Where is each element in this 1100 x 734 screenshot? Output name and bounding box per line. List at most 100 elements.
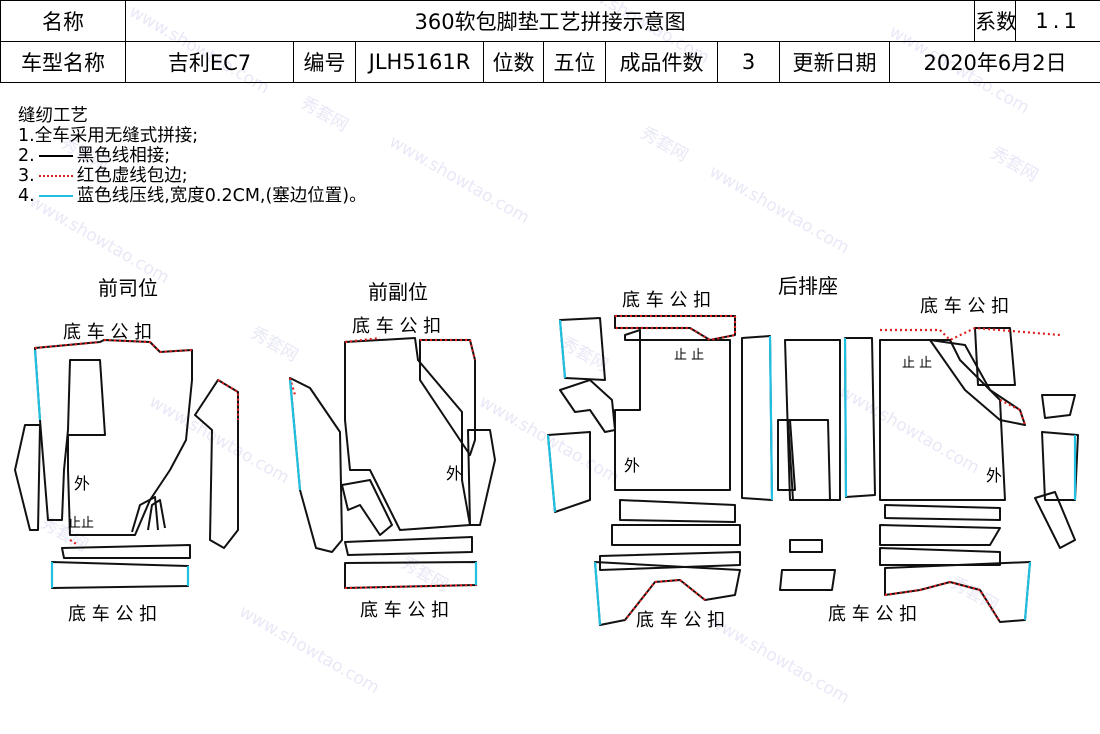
- note-item-2-number: 2.: [18, 146, 35, 166]
- rear-right-strip: [844, 337, 876, 498]
- section-title-rear: 后排座: [778, 274, 838, 298]
- cyan-press-rear-left-bottom: [593, 561, 602, 626]
- factor-label: 系数: [974, 0, 1017, 42]
- rear-left-side-strip: [559, 317, 606, 381]
- note-item-3: 3. 红色虚线包边;: [18, 166, 367, 186]
- passenger-main-panel: [344, 337, 471, 531]
- rear-center-lower-2: [779, 569, 836, 591]
- passenger-far-right-strip: [467, 429, 496, 526]
- cyan-press-rear-right-strip: [843, 337, 848, 498]
- notes-heading: 缝纫工艺: [18, 106, 88, 126]
- note-item-2-text: 黑色线相接;: [76, 146, 171, 166]
- rear-right-bottom-strip-3: [879, 547, 1001, 566]
- driver-right-side-panel: [194, 379, 239, 549]
- red-binding-passenger-bottom: [344, 583, 477, 590]
- rear-left-bottom-strip-1: [619, 499, 736, 523]
- driver-inner-strip-2: [147, 499, 166, 531]
- pieces-value: 3: [717, 41, 780, 83]
- rear-right-side-strip: [1041, 394, 1076, 419]
- rear-left-hook-panel: [559, 379, 616, 433]
- driver-inner-strip: [131, 496, 159, 533]
- cyan-press-rear-left-lower: [546, 434, 557, 513]
- rear-left-bottom-strip-2: [611, 524, 741, 546]
- sewing-notes: 缝纫工艺 1.全车采用无缝式拼接; 2. 黑色线相接; 3. 红色虚线包边; 4…: [18, 106, 367, 206]
- rear-left-narrow-strip: [741, 335, 773, 501]
- black-line-swatch: [38, 155, 73, 157]
- cyan-line-swatch: [38, 195, 73, 197]
- red-binding-rear-left-bottom: [624, 578, 706, 621]
- note-item-3-text: 红色虚线包边;: [76, 166, 188, 186]
- note-item-1: 1.全车采用无缝式拼接;: [18, 126, 199, 146]
- page-title: 360软包脚垫工艺拼接示意图: [124, 0, 976, 42]
- position-label: 位数: [483, 41, 544, 83]
- driver-left-strip: [14, 424, 41, 531]
- name-label: 名称: [0, 0, 126, 42]
- model-value: 吉利EC7: [125, 41, 294, 83]
- cyan-press-passenger-left: [288, 379, 302, 491]
- cyan-press-rear-center-left: [768, 335, 774, 501]
- note-item-4: 4. 蓝色线压线,宽度0.2CM,(塞边位置)。: [18, 186, 367, 206]
- red-dotted-line-swatch: [38, 175, 73, 177]
- rear-left-bottom-panel: [594, 561, 741, 626]
- pieces-label: 成品件数: [605, 41, 718, 83]
- outer-label-rear-left: 外: [624, 456, 641, 475]
- stop-label-rear-left: 止 止: [674, 348, 705, 363]
- header-table: 名称 360软包脚垫工艺拼接示意图 系数 1.1 车型名称 吉利EC7 编号 J…: [0, 0, 1100, 83]
- driver-bottom-strip-2: [51, 561, 189, 589]
- model-label: 车型名称: [0, 41, 126, 83]
- code-label: 编号: [293, 41, 356, 83]
- date-value: 2020年6月2日: [888, 41, 1100, 83]
- rear-left-bottom-strip-3: [599, 551, 741, 571]
- rear-center-left-strip: [777, 419, 796, 491]
- cyan-press-rear-left-side: [558, 319, 567, 379]
- rear-center-lower-1: [789, 539, 823, 553]
- outer-label-rear-right: 外: [986, 466, 1003, 485]
- cyan-press-rear-right-bottom: [1023, 561, 1032, 621]
- red-binding-rear-left-top: [615, 314, 737, 342]
- passenger-inner-strip: [341, 479, 393, 536]
- section-title-driver: 前司位: [98, 276, 158, 300]
- passenger-bottom-strip-2: [344, 561, 477, 589]
- position-value: 五位: [543, 41, 606, 83]
- rear-right-outer-strip: [1041, 431, 1079, 501]
- passenger-left-side-panel: [289, 377, 343, 553]
- outer-label-passenger: 外: [446, 464, 463, 483]
- clip-label-driver-bottom: 底 车 公 扣: [68, 604, 158, 625]
- rear-center-tunnel-panel: [787, 419, 831, 501]
- rear-center-top-strip: [784, 339, 841, 501]
- rear-right-bottom-strip-1: [884, 504, 1001, 521]
- driver-bottom-strip-1: [61, 544, 191, 559]
- rear-right-upper-piece: [974, 327, 1016, 386]
- red-binding-rear-right-top: [880, 326, 1061, 342]
- clip-label-rear-left-bottom: 底 车 公 扣: [636, 610, 726, 631]
- red-binding-driver-top: [34, 338, 193, 354]
- red-binding-rear-right-bottom: [884, 580, 1001, 623]
- clip-label-rear-right-top: 底 车 公 扣: [920, 296, 1010, 317]
- passenger-bottom-strip-1: [344, 536, 473, 556]
- note-item-2: 2. 黑色线相接;: [18, 146, 367, 166]
- note-item-3-number: 3.: [18, 166, 35, 186]
- note-item-4-number: 4.: [18, 186, 35, 206]
- red-binding-driver-right: [217, 379, 240, 420]
- stop-label-rear-right: 止 止: [902, 356, 933, 371]
- rear-left-main-panel: [614, 329, 731, 491]
- driver-main-panel: [34, 339, 193, 536]
- rear-left-top-panel: [614, 315, 736, 341]
- red-binding-driver-bottom: [69, 539, 79, 546]
- passenger-right-panel: [419, 339, 476, 456]
- clip-label-passenger-top: 底 车 公 扣: [352, 316, 442, 337]
- clip-label-driver-top: 底 车 公 扣: [63, 322, 153, 343]
- clip-label-rear-right-bottom: 底 车 公 扣: [828, 604, 918, 625]
- note-item-4-text: 蓝色线压线,宽度0.2CM,(塞边位置)。: [76, 186, 367, 206]
- rear-right-bottom-strip-2: [879, 524, 1001, 546]
- code-value: JLH5161R: [355, 41, 484, 83]
- stop-label-driver: 止止: [68, 516, 95, 531]
- clip-label-rear-left-top: 底 车 公 扣: [622, 290, 712, 311]
- cyan-press-driver-left: [33, 349, 42, 421]
- red-binding-passenger-top: [344, 336, 477, 361]
- outer-label-driver: 外: [74, 474, 91, 493]
- clip-label-passenger-bottom: 底 车 公 扣: [360, 600, 450, 621]
- date-label: 更新日期: [779, 41, 890, 83]
- section-title-passenger: 前副位: [368, 280, 428, 304]
